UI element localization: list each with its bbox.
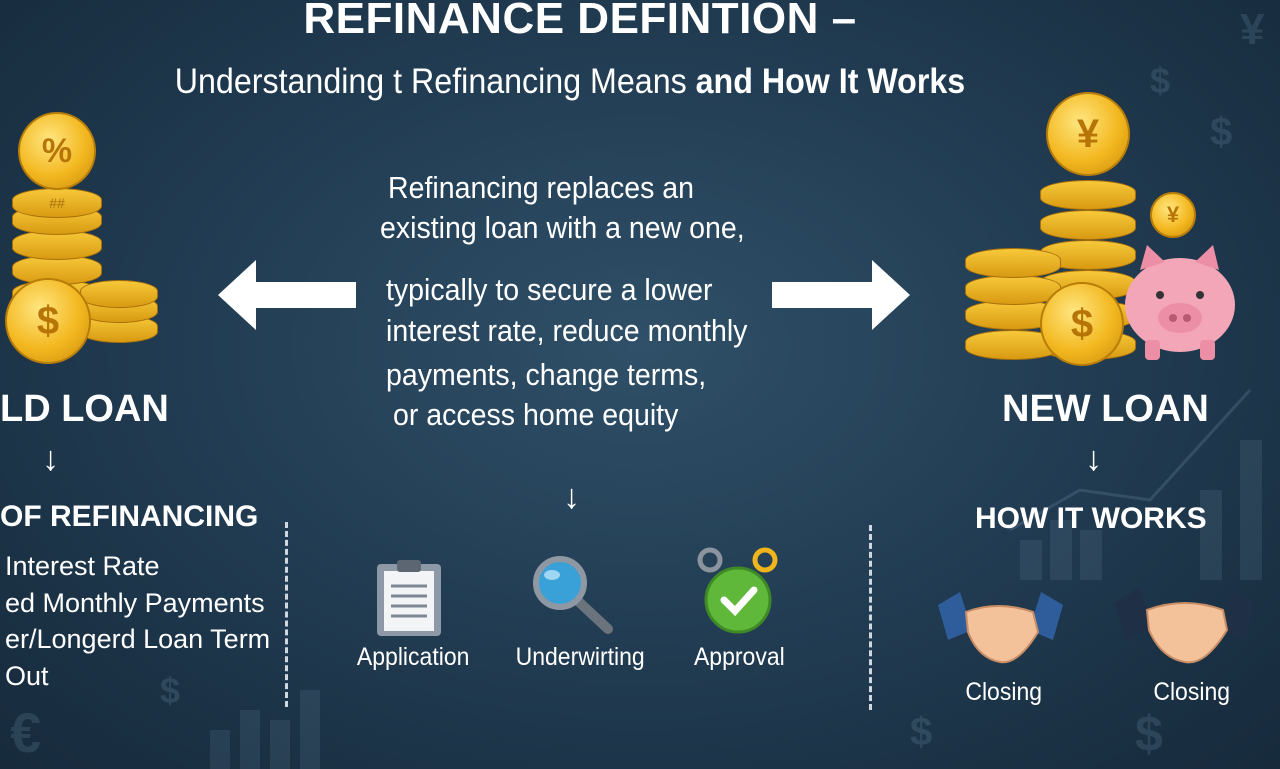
benefit-item: ed Monthly Payments (5, 587, 265, 618)
description-line: payments, change terms, (386, 357, 707, 392)
percent-coin-icon: % (18, 112, 96, 190)
yen-coin-icon: ¥ (1150, 192, 1196, 238)
piggy-bank-icon (1125, 245, 1235, 360)
description-line: Refinancing replaces an (388, 170, 695, 205)
magnifier-icon (533, 556, 613, 634)
bar-chart-bg-icon (1009, 388, 1262, 580)
right-arrow-icon (772, 260, 910, 330)
description-line: typically to secure a lower (386, 272, 713, 307)
dollar-coin-icon: $ (1040, 282, 1124, 366)
benefit-item: Out (5, 660, 49, 691)
page-title: REFINANCE DEFINTION – (303, 0, 857, 43)
benefits-heading: OF REFINANCING (0, 500, 259, 533)
down-arrow-icon: ↓ (1085, 440, 1102, 478)
clipboard-icon (377, 560, 441, 636)
closing-label: Closing (1153, 678, 1231, 706)
benefit-item: Interest Rate (5, 551, 160, 581)
dollar-bg-icon: $ (1210, 110, 1233, 154)
yen-bg-icon: ¥ (1240, 5, 1265, 54)
down-arrow-icon: ↓ (563, 478, 580, 516)
step-underwriting: Underwirting (515, 643, 645, 671)
divider (285, 522, 288, 707)
dollar-bg-icon: $ (160, 670, 181, 711)
description-line: existing loan with a new one, (380, 210, 745, 245)
dollar-bg-icon: $ (1135, 706, 1163, 762)
benefits-list: Interest Rate ed Monthly Payments er/Lon… (5, 548, 270, 694)
handshake-icon (1115, 588, 1255, 664)
subtitle-bold: and How It Works (695, 62, 966, 101)
bar-chart-bg-icon (210, 690, 320, 769)
down-arrow-icon: ↓ (42, 440, 59, 478)
euro-bg-icon: € (10, 701, 42, 764)
how-it-works-heading: HOW IT WORKS (975, 502, 1207, 535)
left-arrow-icon (218, 260, 356, 330)
dollar-bg-icon: $ (910, 710, 933, 754)
old-loan-label: LD LOAN (0, 388, 169, 430)
new-loan-label: NEW LOAN (1002, 388, 1209, 430)
closing-label: Closing (965, 678, 1043, 706)
yen-coin-icon: ¥ (1046, 92, 1130, 176)
step-application: Application (356, 643, 470, 671)
step-approval: Approval (693, 643, 785, 671)
page-subtitle: Understanding t Refinancing Means and Ho… (46, 62, 1095, 102)
description-line: or access home equity (393, 397, 679, 432)
subtitle-regular: Understanding t Refinancing Means (174, 62, 696, 101)
dollar-coin-icon: $ (5, 278, 91, 364)
benefit-item: er/Longerd Loan Term (5, 624, 271, 654)
description-line: interest rate, reduce monthly (386, 313, 748, 348)
dollar-bg-icon: $ (1150, 60, 1171, 101)
approval-badge-icon (697, 547, 778, 634)
divider (869, 525, 872, 710)
handshake-icon (938, 592, 1063, 664)
